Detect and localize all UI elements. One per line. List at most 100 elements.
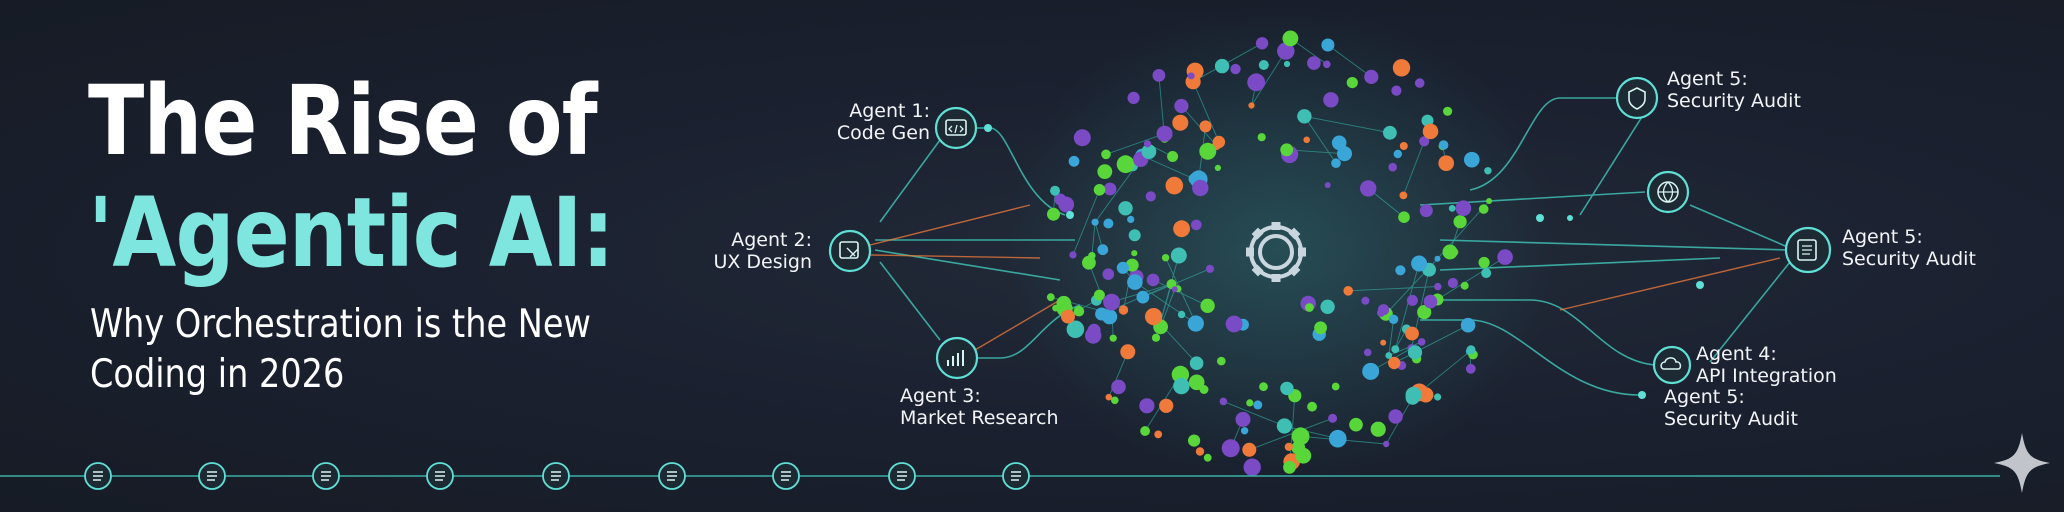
network-node [1405, 386, 1422, 403]
network-node [1111, 396, 1119, 405]
agent-4-role: API Integration [1696, 365, 1837, 387]
network-edge [1304, 116, 1337, 164]
network-node [1103, 293, 1120, 311]
flow-icon [312, 462, 340, 490]
agent-4-label: Agent 4: API Integration [1696, 343, 1837, 387]
network-node [1199, 120, 1212, 133]
network-node [1243, 458, 1261, 476]
network-node [1323, 92, 1339, 108]
headline-line-2: 'Agentic AI: [88, 177, 615, 289]
network-node [1303, 136, 1310, 144]
gear-icon [84, 462, 112, 490]
center-gear-icon [1246, 222, 1306, 282]
network-node [1434, 282, 1442, 291]
connector-lines [874, 97, 1791, 396]
network-node [1257, 133, 1266, 142]
network-node [1101, 149, 1111, 160]
network-node [1307, 56, 1321, 70]
funnel-icon [198, 462, 226, 490]
network-edge [1123, 265, 1133, 311]
network-node [1091, 218, 1099, 226]
network-node [1331, 158, 1341, 168]
network-node [1280, 143, 1294, 157]
network-node [1143, 140, 1152, 148]
network-node [1259, 382, 1268, 392]
network-node [1486, 198, 1493, 204]
network-node [1140, 426, 1150, 436]
network-node [1398, 211, 1410, 223]
network-node [1388, 314, 1399, 324]
network-node [1380, 339, 1387, 346]
network-node [1360, 180, 1377, 197]
network-node [1145, 191, 1156, 202]
agent-5-number: Agent 5: [1667, 68, 1748, 90]
network-node [1088, 252, 1096, 260]
agent-3-number: Agent 3: [900, 385, 981, 407]
network-node [1399, 142, 1408, 150]
network-edge [1091, 222, 1096, 256]
network-edge [1142, 155, 1195, 180]
network-node [1331, 135, 1347, 151]
design-icon [828, 229, 872, 273]
network-node [1177, 310, 1186, 319]
network-node [1481, 268, 1492, 279]
network-node [1406, 294, 1418, 306]
network-node [1314, 321, 1327, 335]
network-node [1448, 205, 1456, 212]
network-node [1118, 201, 1133, 216]
network-node [1212, 135, 1226, 149]
subtitle: Why Orchestration is the New Coding in 2… [90, 302, 591, 397]
network-node [1127, 91, 1140, 104]
agent-icon-circles [828, 76, 1832, 385]
network-node [1395, 265, 1406, 276]
agent-5-number: Agent 5: [1664, 386, 1745, 408]
network-node [1199, 142, 1217, 160]
network-node [1455, 200, 1472, 216]
network-node [1343, 286, 1353, 296]
network-node [1118, 305, 1129, 315]
network-node [1069, 251, 1077, 259]
network-node [1248, 102, 1255, 109]
agent-5-role: Security Audit [1664, 408, 1798, 430]
network-node [1191, 219, 1202, 231]
network-node [1093, 184, 1106, 196]
network-node [1225, 315, 1243, 333]
network-node [1247, 73, 1266, 92]
network-node [1131, 250, 1138, 257]
network-node [1127, 215, 1135, 223]
network-node [1388, 356, 1401, 370]
network-node [1146, 273, 1160, 287]
network-node [1329, 429, 1347, 448]
network-node [1156, 125, 1173, 142]
network-node [1050, 185, 1060, 196]
network-node [1255, 37, 1269, 50]
network-node [1407, 345, 1423, 360]
network-node [1097, 164, 1113, 180]
network-node [1422, 123, 1439, 140]
agent-1-role: Code Gen [836, 122, 930, 144]
network-node [1061, 309, 1075, 324]
network-node [1331, 382, 1340, 391]
network-node [1054, 193, 1067, 206]
monitor-icon [772, 462, 800, 490]
network-node [1320, 299, 1335, 314]
network-edge [1402, 141, 1425, 196]
network-node [1188, 434, 1201, 447]
network-edge [1388, 319, 1395, 356]
network-node [1203, 453, 1212, 462]
network-node [1297, 109, 1312, 124]
network-node [1276, 418, 1292, 434]
network-edge [1251, 50, 1287, 106]
brain-glow [1000, 5, 1560, 485]
network-edge [1142, 268, 1211, 298]
network-edge [1327, 44, 1372, 78]
network-node [1438, 155, 1454, 171]
network-node [1066, 320, 1085, 339]
network-node [1141, 144, 1157, 160]
network-node [1282, 30, 1299, 47]
network-node [1364, 69, 1379, 84]
network-node [1145, 308, 1163, 326]
network-edge [1152, 279, 1208, 307]
